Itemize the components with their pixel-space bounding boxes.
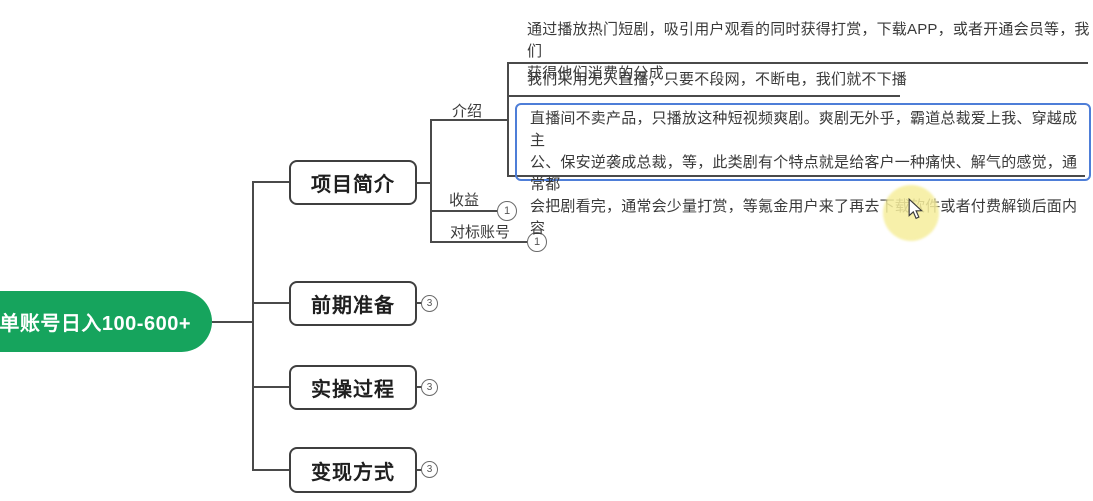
topic-label: 变现方式 (311, 461, 395, 484)
topic-label: 实操过程 (311, 379, 395, 401)
connector-branch-topic-2 (252, 302, 289, 304)
badge-count: 3 (426, 464, 433, 475)
collapse-badge-preparation[interactable]: 3 (421, 295, 438, 312)
note-drama-content-selected[interactable]: 直播间不卖产品，只播放这种短视频爽剧。爽剧无外乎，霸道总裁爱上我、穿越成主 公、… (530, 110, 1078, 237)
badge-count: 1 (533, 236, 541, 248)
connector-sub-trunk (430, 119, 432, 243)
root-node[interactable]: ，单账号日入100-600+ (0, 291, 212, 352)
sub-topic-label: 介绍 (452, 103, 483, 120)
connector-badge-topic-2 (417, 302, 422, 304)
topic-box-operation[interactable]: 实操过程 (289, 365, 417, 410)
badge-count: 3 (426, 382, 433, 393)
collapse-badge-monetization[interactable]: 3 (421, 461, 438, 478)
topic-box-project-intro[interactable]: 项目简介 (289, 160, 417, 205)
connector-branch-topic-1 (252, 181, 289, 183)
note-unmanned-stream[interactable]: 我们采用无人直播，只要不段网，不断电，我们就不下播 (527, 71, 908, 88)
collapse-badge-revenue[interactable]: 1 (497, 201, 517, 221)
underline-sub-benchmark (430, 241, 527, 243)
underline-sub-revenue (430, 210, 497, 212)
connector-notes-trunk (507, 62, 509, 177)
selection-outline (515, 103, 1091, 181)
sub-topic-benchmark[interactable]: 对标账号 (450, 221, 510, 242)
underline-sub-intro (430, 119, 509, 121)
root-node-label: ，单账号日入100-600+ (0, 313, 191, 335)
sub-topic-label: 收益 (449, 192, 480, 209)
connector-branch-topic-4 (252, 469, 289, 471)
underline-note-3 (507, 175, 1085, 177)
connector-badge-topic-3 (417, 386, 422, 388)
sub-topic-label: 对标账号 (450, 224, 511, 241)
connector-main-trunk (252, 181, 254, 471)
note-monetization-share[interactable]: 通过播放热门短剧，吸引用户观看的同时获得打赏，下载APP，或者开通会员等，我们 … (527, 21, 1090, 82)
underline-note-2 (507, 95, 900, 97)
collapse-badge-benchmark[interactable]: 1 (527, 232, 547, 252)
topic-label: 前期准备 (311, 295, 395, 317)
badge-count: 3 (426, 298, 433, 309)
collapse-badge-operation[interactable]: 3 (421, 379, 438, 396)
underline-note-1 (507, 62, 1088, 64)
sub-topic-intro[interactable]: 介绍 (452, 100, 482, 121)
sub-topic-revenue[interactable]: 收益 (449, 189, 479, 210)
badge-count: 1 (503, 205, 511, 217)
topic-label: 项目简介 (311, 174, 395, 196)
connector-badge-topic-4 (417, 469, 422, 471)
connector-topic1-out (417, 182, 431, 184)
connector-root-to-trunk (212, 321, 252, 323)
mouse-cursor-icon (908, 198, 923, 220)
topic-box-preparation[interactable]: 前期准备 (289, 281, 417, 326)
topic-box-monetization[interactable]: 变现方式 (289, 447, 417, 493)
connector-branch-topic-3 (252, 386, 289, 388)
